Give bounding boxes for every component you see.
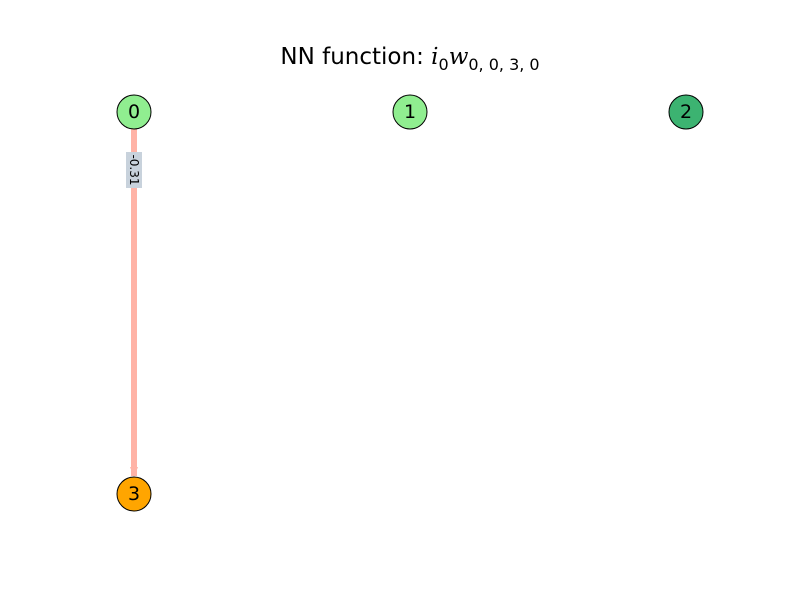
edge-label-background [126,152,142,188]
node-1 [392,94,428,130]
node-2 [668,94,704,130]
node-label-0: 0 [128,101,140,123]
node-label-1: 1 [404,101,416,123]
node-3 [116,476,152,512]
diagram-title: NN function: i0w0, 0, 3, 0 [280,44,539,74]
edge-label-text: -0.31 [127,154,141,185]
edges-layer: -0.31 [126,129,142,477]
node-label-2: 2 [680,101,692,123]
node-0 [116,94,152,130]
nodes-layer: 0 1 2 3 [116,94,704,512]
edge-label: -0.31 [126,152,142,188]
node-label-3: 3 [128,483,140,505]
